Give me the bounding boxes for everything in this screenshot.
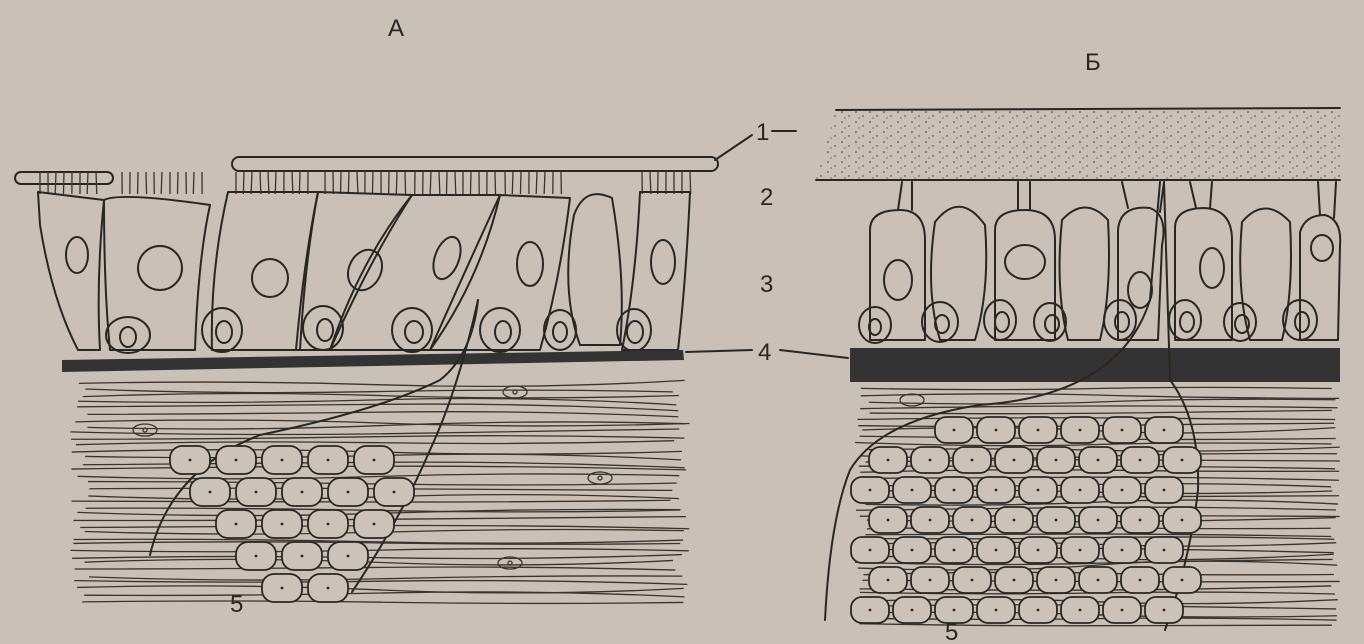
callout-3: 3 — [760, 271, 773, 298]
basement-membrane-panel-b — [850, 348, 1340, 382]
callout-2: 2 — [760, 184, 773, 211]
gland-label-a: 5 — [230, 591, 243, 618]
panel-a: А — [15, 15, 718, 618]
gland-label-b: 5 — [945, 619, 958, 644]
epithelial-cells-panel-a — [38, 192, 690, 353]
callout-4-leader-right — [780, 350, 848, 358]
basement-membrane-panel-a — [62, 350, 684, 372]
panel-b-label: Б — [1085, 49, 1101, 76]
callout-4-leader-left — [686, 350, 752, 352]
callout-1-leader-left — [715, 135, 752, 160]
panel-b: Б — [816, 49, 1340, 644]
epithelial-cells-panel-b — [859, 182, 1340, 343]
cilia-panel-a — [40, 172, 691, 194]
panel-a-label: А — [388, 15, 404, 42]
gland-acini-panel-b — [851, 417, 1201, 623]
mucus-layer — [816, 108, 1340, 180]
surface-film — [232, 157, 718, 171]
callout-1: 1 — [756, 119, 769, 146]
callout-4: 4 — [758, 339, 771, 366]
